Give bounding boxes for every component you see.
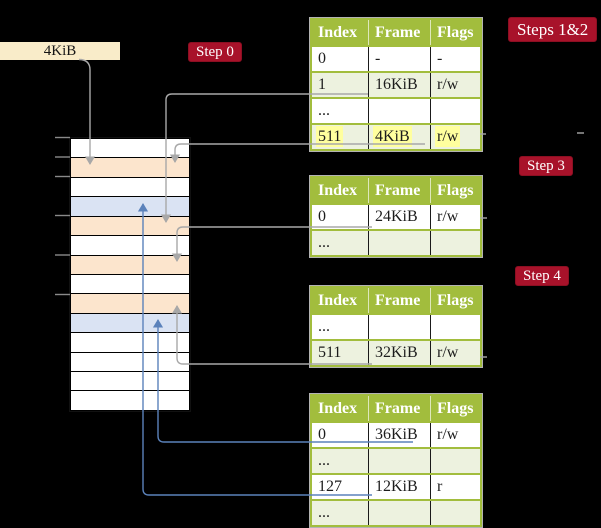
cell-frame bbox=[368, 501, 430, 525]
badge-step-3: Step 3 bbox=[519, 156, 573, 176]
table-row: 0 36KiB r/w bbox=[312, 421, 480, 447]
frame-address-label: 4KiB bbox=[43, 43, 77, 59]
memory-row-white bbox=[71, 351, 189, 372]
cell-index: 511 bbox=[312, 125, 368, 149]
page-table-4: Index Frame Flags 0 36KiB r/w ... 127 12… bbox=[309, 393, 483, 528]
table-row: ... bbox=[312, 499, 480, 525]
cell-frame bbox=[368, 449, 430, 473]
header-flags: Flags bbox=[430, 396, 480, 421]
table-header-row: Index Frame Flags bbox=[312, 288, 480, 313]
page-table-2: Index Frame Flags 0 24KiB r/w ... bbox=[309, 175, 483, 258]
table-row-highlighted: 511 4KiB r/w bbox=[312, 123, 480, 149]
memory-row-blue bbox=[71, 312, 189, 333]
badge-step-0: Step 0 bbox=[188, 42, 242, 62]
table-row: 127 12KiB r bbox=[312, 473, 480, 499]
table-header-row: Index Frame Flags bbox=[312, 178, 480, 203]
table-row: 0 - - bbox=[312, 45, 480, 71]
table-row: 0 24KiB r/w bbox=[312, 203, 480, 229]
cell-frame bbox=[368, 99, 430, 123]
badge-steps-1-2: Steps 1&2 bbox=[508, 17, 598, 42]
highlight: r/w bbox=[437, 128, 459, 145]
cell-index: 0 bbox=[318, 208, 326, 225]
cell-flags: - bbox=[430, 47, 480, 71]
memory-row-white bbox=[71, 235, 189, 255]
cell-index: ... bbox=[318, 234, 330, 251]
memory-row-white bbox=[71, 390, 189, 410]
table-row: 511 32KiB r/w bbox=[312, 339, 480, 365]
cell-index: ... bbox=[318, 504, 330, 521]
memory-tick-marks bbox=[55, 136, 70, 296]
memory-row-orange bbox=[71, 215, 189, 236]
memory-row-orange bbox=[71, 293, 189, 313]
cell-index: ... bbox=[318, 452, 330, 469]
memory-row-blue bbox=[71, 196, 189, 216]
header-frame: Frame bbox=[368, 178, 430, 203]
cell-frame: 16KiB bbox=[368, 73, 430, 97]
cell-index: 511 bbox=[318, 344, 342, 361]
cell-flags: r/w bbox=[430, 73, 480, 97]
cell-flags bbox=[430, 449, 480, 473]
cell-frame: 12KiB bbox=[368, 475, 430, 499]
header-frame: Frame bbox=[368, 288, 430, 313]
memory-row-orange bbox=[71, 157, 189, 177]
cell-frame: 32KiB bbox=[368, 341, 430, 365]
cell-frame bbox=[368, 231, 430, 255]
header-flags: Flags bbox=[430, 20, 480, 45]
header-index: Index bbox=[318, 24, 358, 41]
cell-flags: r/w bbox=[430, 125, 480, 149]
cell-flags bbox=[430, 231, 480, 255]
memory-row-white bbox=[71, 273, 189, 294]
cell-frame: 36KiB bbox=[368, 423, 430, 447]
header-index: Index bbox=[318, 292, 358, 309]
highlight: 511 bbox=[318, 128, 342, 145]
header-index: Index bbox=[318, 400, 358, 417]
table-row: ... bbox=[312, 313, 480, 339]
frame-address-box: 4KiB bbox=[0, 42, 120, 60]
cell-index: ... bbox=[318, 102, 330, 119]
header-flags: Flags bbox=[430, 178, 480, 203]
cell-frame: 24KiB bbox=[368, 205, 430, 229]
table-row: 1 16KiB r/w bbox=[312, 71, 480, 97]
header-index: Index bbox=[318, 182, 358, 199]
table-header-row: Index Frame Flags bbox=[312, 20, 480, 45]
cell-index: 127 bbox=[318, 478, 342, 495]
header-frame: Frame bbox=[368, 396, 430, 421]
cell-flags bbox=[430, 501, 480, 525]
header-flags: Flags bbox=[430, 288, 480, 313]
table-row: ... bbox=[312, 97, 480, 123]
memory-row-orange bbox=[71, 254, 189, 274]
table-row: ... bbox=[312, 447, 480, 473]
cell-index: ... bbox=[318, 318, 330, 335]
cell-flags bbox=[430, 315, 480, 339]
cell-frame: 4KiB bbox=[368, 125, 430, 149]
cell-flags: r bbox=[430, 475, 480, 499]
memory-row-white bbox=[71, 176, 189, 197]
cell-index: 0 bbox=[318, 50, 326, 67]
cell-frame: - bbox=[368, 47, 430, 71]
badge-step-4: Step 4 bbox=[515, 266, 569, 286]
highlight: 4KiB bbox=[375, 128, 410, 145]
cell-frame bbox=[368, 315, 430, 339]
physical-memory-strip bbox=[69, 137, 191, 412]
memory-row-white bbox=[71, 371, 189, 391]
page-table-3: Index Frame Flags ... 511 32KiB r/w bbox=[309, 285, 483, 368]
memory-row-white bbox=[71, 139, 189, 158]
page-table-1: Index Frame Flags 0 - - 1 16KiB r/w ... … bbox=[309, 17, 483, 152]
cell-flags: r/w bbox=[430, 423, 480, 447]
header-frame: Frame bbox=[368, 20, 430, 45]
cell-flags: r/w bbox=[430, 341, 480, 365]
cell-flags bbox=[430, 99, 480, 123]
cell-index: 0 bbox=[318, 426, 326, 443]
table-header-row: Index Frame Flags bbox=[312, 396, 480, 421]
table-row: ... bbox=[312, 229, 480, 255]
cell-flags: r/w bbox=[430, 205, 480, 229]
cell-index: 1 bbox=[318, 76, 326, 93]
memory-row-white bbox=[71, 332, 189, 352]
